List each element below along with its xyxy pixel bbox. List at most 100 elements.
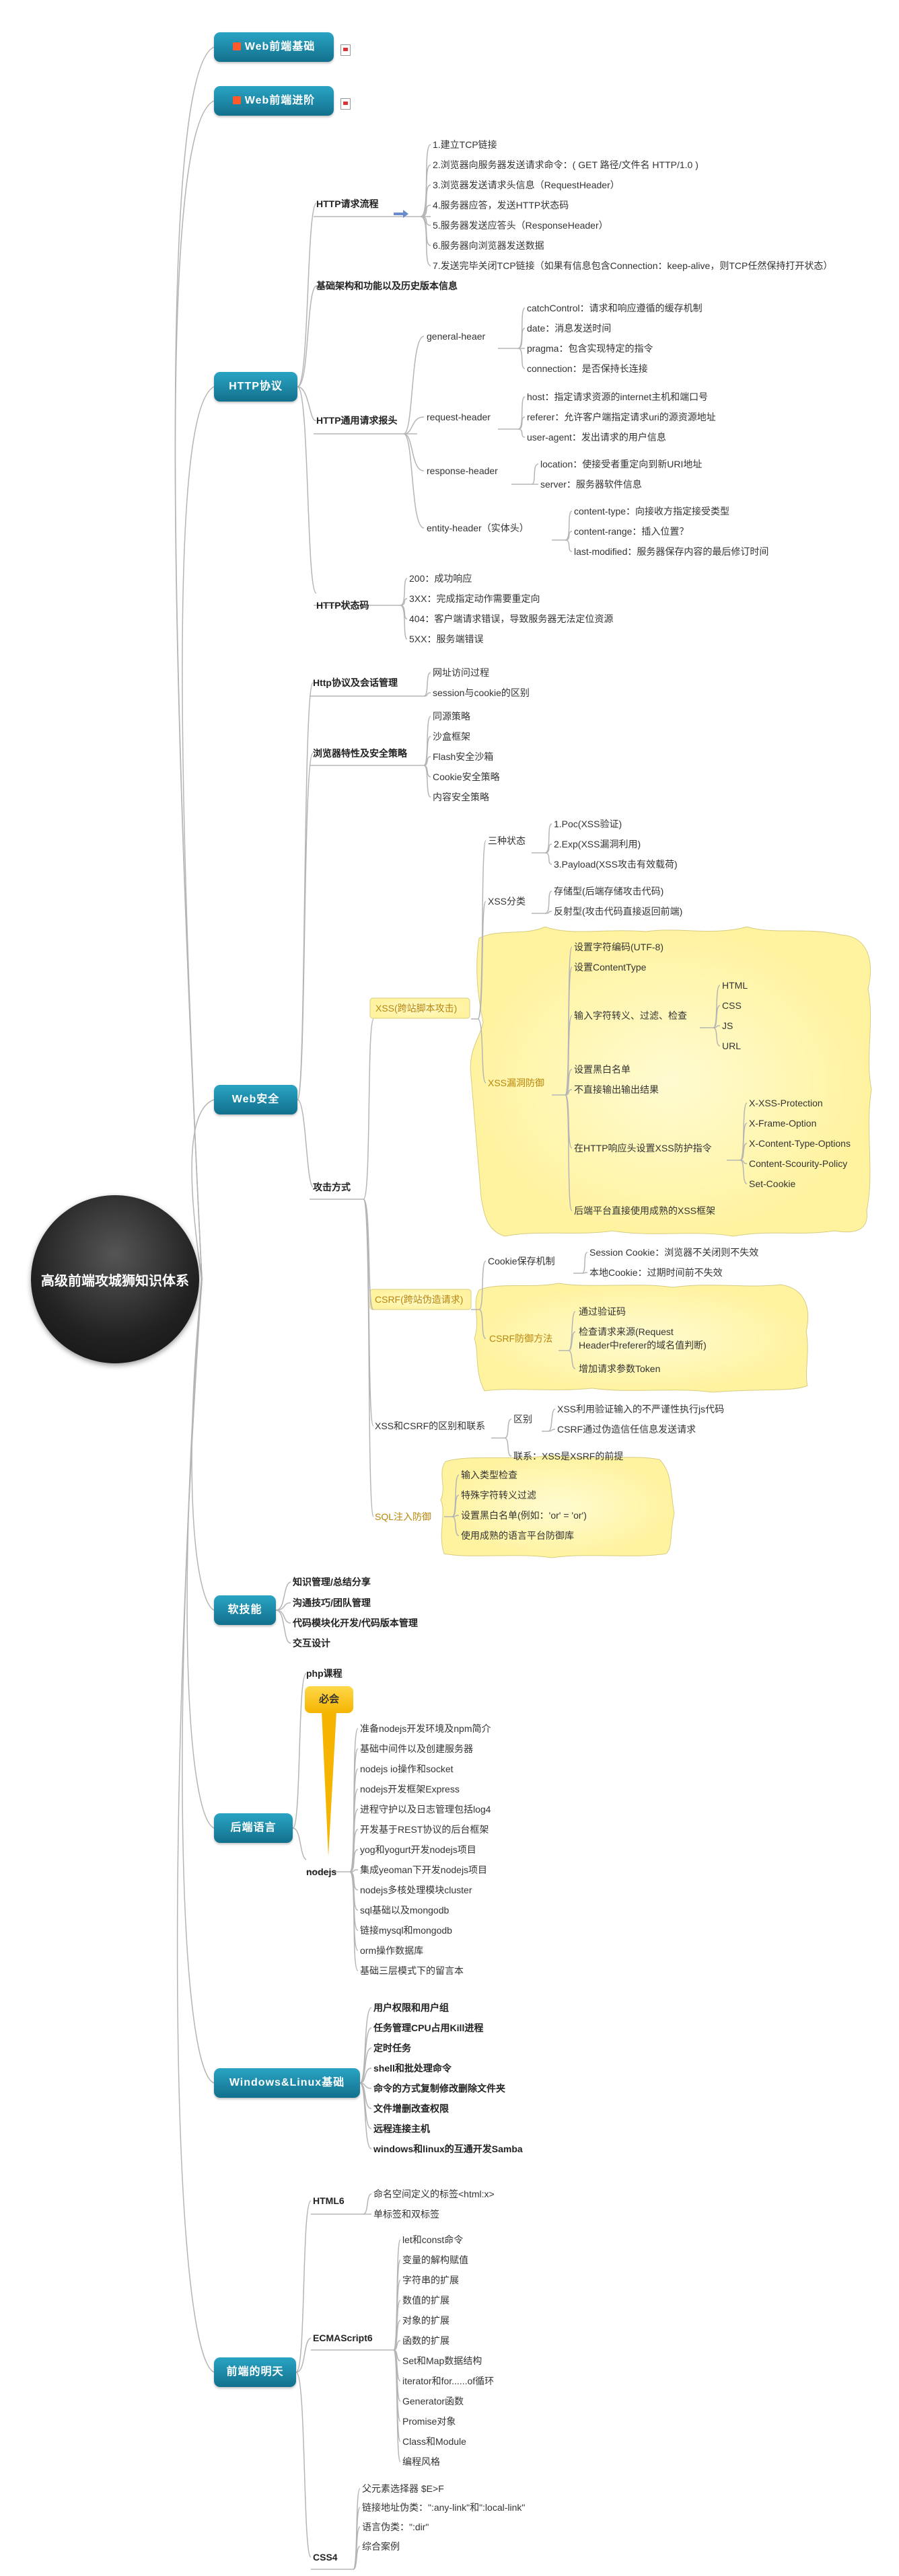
http-flow-item[interactable]: 1.建立TCP链接 xyxy=(433,139,497,150)
xss-types-title[interactable]: XSS分类 xyxy=(488,896,526,907)
nodejs-item[interactable]: nodejs开发框架Express xyxy=(360,1784,460,1794)
browser-item[interactable]: Flash安全沙箱 xyxy=(433,751,494,762)
header-item[interactable]: date：消息发送时间 xyxy=(527,323,612,334)
header-item[interactable]: user-agent：发出请求的用户信息 xyxy=(527,432,666,443)
soft-skill-item[interactable]: 知识管理/总结分享 xyxy=(293,1577,371,1587)
header-item[interactable]: last-modified：服务器保存内容的最后修订时间 xyxy=(574,546,769,557)
entity-header-title[interactable]: entity-header（实体头） xyxy=(427,523,529,533)
xss-header-item[interactable]: Content-Scourity-Policy xyxy=(749,1158,848,1169)
header-item[interactable]: host：指定请求资源的internet主机和端口号 xyxy=(527,391,709,402)
browser-item[interactable]: 同源策略 xyxy=(433,711,470,722)
csrf-defense-item[interactable]: 通过验证码 xyxy=(579,1306,626,1317)
header-item[interactable]: content-type：向接收方指定接受类型 xyxy=(574,506,730,517)
xss-type-item[interactable]: 反射型(攻击代码直接返回前端) xyxy=(554,906,683,917)
branch-web-advanced[interactable]: Web前端进阶 xyxy=(214,86,334,116)
es6-item[interactable]: iterator和for......of循环 xyxy=(402,2376,495,2386)
branch-backend[interactable]: 后端语言 xyxy=(214,1813,293,1843)
browser-item[interactable]: 内容安全策略 xyxy=(433,792,489,802)
sql-defense-title[interactable]: SQL注入防御 xyxy=(375,1511,432,1522)
xss-defense-item[interactable]: 设置黑白名单 xyxy=(574,1064,631,1075)
nodejs-item[interactable]: 基础中间件以及创建服务器 xyxy=(360,1743,473,1754)
xss-three-item[interactable]: 1.Poc(XSS验证) xyxy=(554,819,622,829)
status-item[interactable]: 200：成功响应 xyxy=(409,573,472,584)
branch-windows-linux[interactable]: Windows&Linux基础 xyxy=(214,2068,360,2098)
html6-title[interactable]: HTML6 xyxy=(313,2195,345,2206)
header-item[interactable]: server：服务器软件信息 xyxy=(540,479,642,490)
nodejs-title[interactable]: nodejs xyxy=(306,1866,337,1877)
windows-item[interactable]: 任务管理CPU占用Kill进程 xyxy=(373,2022,484,2033)
session-item[interactable]: session与cookie的区别 xyxy=(433,687,530,698)
nodejs-item[interactable]: 进程守护以及日志管理包括log4 xyxy=(360,1804,491,1815)
response-header-title[interactable]: response-header xyxy=(427,465,498,476)
central-topic[interactable]: 高级前端攻城狮知识体系 xyxy=(31,1195,199,1363)
http-headers-title[interactable]: HTTP通用请求报头 xyxy=(316,415,398,426)
xss-defense-item[interactable]: 设置字符编码(UTF-8) xyxy=(574,942,663,952)
nodejs-item[interactable]: 集成yeoman下开发nodejs项目 xyxy=(360,1864,488,1875)
php-course[interactable]: php课程 xyxy=(306,1668,343,1679)
branch-http[interactable]: HTTP协议 xyxy=(214,372,297,402)
windows-item[interactable]: 定时任务 xyxy=(373,2043,411,2053)
nodejs-item[interactable]: nodejs多核处理模块cluster xyxy=(360,1885,472,1895)
general-header-title[interactable]: general-heaer xyxy=(427,331,486,342)
xss-csrf-relation-title[interactable]: XSS和CSRF的区别和联系 xyxy=(375,1420,486,1431)
css4-title[interactable]: CSS4 xyxy=(313,2552,338,2563)
es6-item[interactable]: Class和Module xyxy=(402,2436,466,2447)
nodejs-item[interactable]: 基础三层模式下的留言本 xyxy=(360,1965,464,1976)
es6-item[interactable]: let和const命令 xyxy=(402,2234,464,2245)
header-item[interactable]: referer：允许客户端指定请求uri的源资源地址 xyxy=(527,412,716,422)
xss-defense-item[interactable]: 在HTTP响应头设置XSS防护指令 xyxy=(574,1143,712,1153)
browser-policy-title[interactable]: 浏览器特性及安全策略 xyxy=(313,748,407,759)
nodejs-item[interactable]: 开发基于REST协议的后台框架 xyxy=(360,1824,489,1835)
http-status-title[interactable]: HTTP状态码 xyxy=(316,600,369,611)
html6-item[interactable]: 命名空间定义的标签<html:x> xyxy=(373,2189,495,2199)
nodejs-item[interactable]: 准备nodejs开发环境及npm简介 xyxy=(360,1723,491,1734)
windows-item[interactable]: windows和linux的互通开发Samba xyxy=(373,2144,523,2154)
windows-item[interactable]: 用户权限和用户组 xyxy=(373,2002,449,2013)
attachment-icon[interactable] xyxy=(340,44,351,56)
header-item[interactable]: pragma：包含实现特定的指令 xyxy=(527,343,653,354)
cookie-item[interactable]: 本地Cookie：过期时间前不失效 xyxy=(589,1267,723,1278)
windows-item[interactable]: 文件增删改查权限 xyxy=(373,2103,449,2114)
nodejs-item[interactable]: nodejs io操作和socket xyxy=(360,1764,454,1774)
xss-title[interactable]: XSS(跨站脚本攻击) xyxy=(375,1003,458,1014)
session-title[interactable]: Http协议及会话管理 xyxy=(313,677,398,688)
escape-item[interactable]: CSS xyxy=(722,1000,742,1011)
css4-item[interactable]: 语言伪类：":dir" xyxy=(362,2522,429,2532)
http-flow-item[interactable]: 2.浏览器向服务器发送请求命令：( GET 路径/文件名 HTTP/1.0 ) xyxy=(433,159,698,170)
es6-item[interactable]: Promise对象 xyxy=(402,2416,456,2427)
http-basic-arch[interactable]: 基础架构和功能以及历史版本信息 xyxy=(316,280,458,291)
attachment-icon[interactable] xyxy=(340,98,351,110)
html6-item[interactable]: 单标签和双标签 xyxy=(373,2209,439,2220)
xss-type-item[interactable]: 存储型(后端存储攻击代码) xyxy=(554,886,664,897)
nodejs-item[interactable]: yog和yogurt开发nodejs项目 xyxy=(360,1844,476,1855)
xss-defense-item[interactable]: 设置ContentType xyxy=(574,962,647,973)
branch-web-security[interactable]: Web安全 xyxy=(214,1085,297,1114)
attack-title[interactable]: 攻击方式 xyxy=(313,1182,351,1192)
xss-defense-title[interactable]: XSS漏洞防御 xyxy=(488,1077,545,1088)
relation-diff-item[interactable]: XSS利用验证输入的不严谨性执行js代码 xyxy=(557,1404,725,1414)
cookie-item[interactable]: Session Cookie：浏览器不关闭则不失效 xyxy=(589,1247,759,1258)
csrf-title[interactable]: CSRF(跨站伪造请求) xyxy=(375,1294,464,1305)
branch-web-basic[interactable]: Web前端基础 xyxy=(214,32,334,62)
es6-item[interactable]: 编程风格 xyxy=(402,2456,440,2467)
relation-link[interactable]: 联系：XSS是XSRF的前提 xyxy=(513,1451,624,1462)
xss-header-item[interactable]: X-Content-Type-Options xyxy=(749,1138,851,1149)
windows-item[interactable]: 命令的方式复制修改删除文件夹 xyxy=(373,2083,505,2094)
es6-item[interactable]: Generator函数 xyxy=(402,2396,464,2407)
cookie-mechanism-title[interactable]: Cookie保存机制 xyxy=(488,1256,555,1266)
csrf-defense-item[interactable]: Header中referer的域名值判断) xyxy=(579,1340,707,1351)
relation-diff-item[interactable]: CSRF通过伪造信任信息发送请求 xyxy=(557,1424,696,1435)
session-item[interactable]: 网址访问过程 xyxy=(433,667,489,678)
xss-three-title[interactable]: 三种状态 xyxy=(488,835,526,846)
xss-three-item[interactable]: 2.Exp(XSS漏洞利用) xyxy=(554,839,641,849)
nodejs-item[interactable]: orm操作数据库 xyxy=(360,1945,424,1956)
http-flow-title[interactable]: HTTP请求流程 xyxy=(316,198,379,209)
sql-item[interactable]: 特殊字符转义过滤 xyxy=(461,1490,536,1501)
es6-item[interactable]: 函数的扩展 xyxy=(402,2335,450,2346)
header-item[interactable]: connection：是否保持长连接 xyxy=(527,363,648,374)
escape-item[interactable]: JS xyxy=(722,1020,733,1031)
xss-header-item[interactable]: Set-Cookie xyxy=(749,1178,796,1189)
windows-item[interactable]: shell和批处理命令 xyxy=(373,2063,452,2074)
css4-item[interactable]: 父元素选择器 $E>F xyxy=(362,2483,444,2494)
soft-skill-item[interactable]: 交互设计 xyxy=(293,1638,330,1649)
